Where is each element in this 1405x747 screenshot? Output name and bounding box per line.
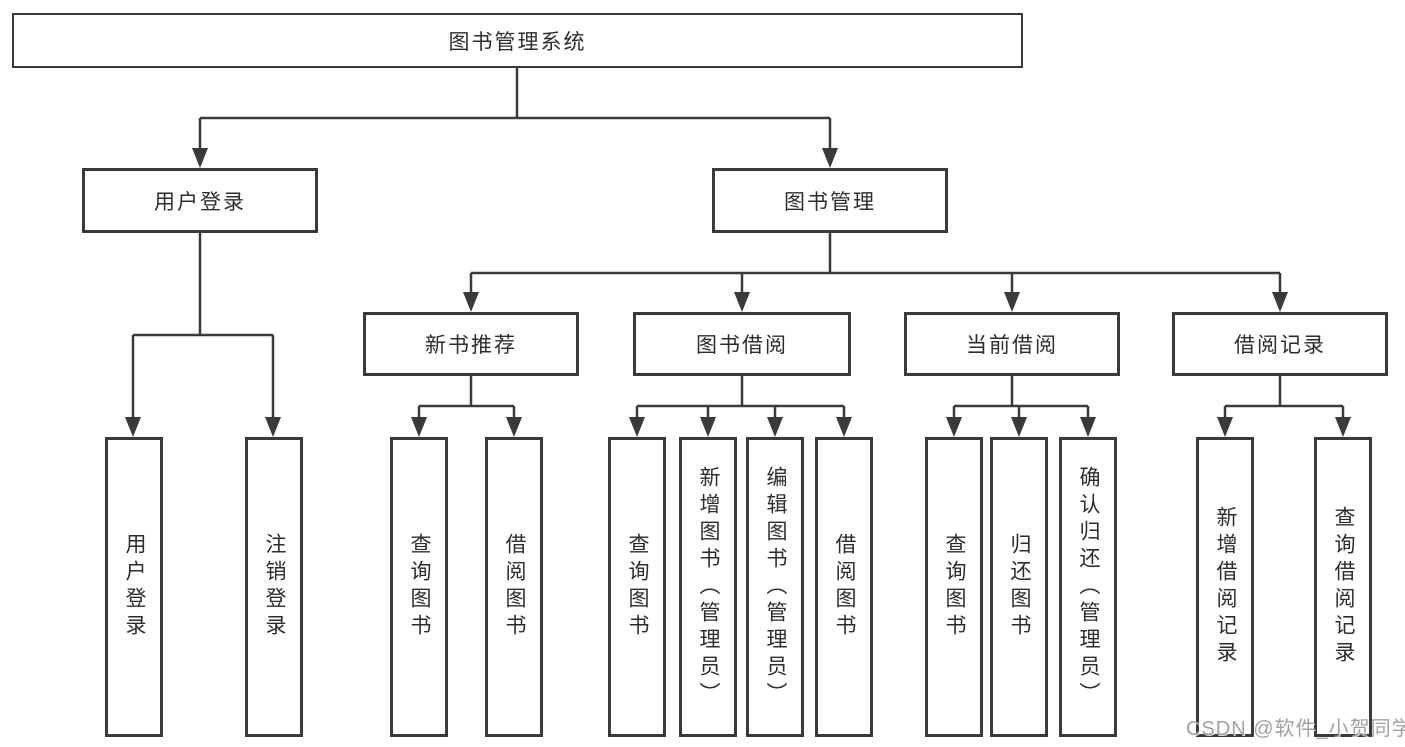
arrow-icon	[822, 148, 838, 168]
arrow-icon	[1217, 417, 1233, 437]
leaf-logout: 注销登录	[245, 437, 303, 737]
node-current-borrow: 当前借阅	[904, 312, 1120, 376]
leaf-user-login: 用户登录	[105, 437, 163, 737]
leaf-confirm-return-admin: 确认归还（管理员）	[1059, 437, 1117, 737]
arrow-icon	[1272, 292, 1288, 312]
arrow-icon	[734, 292, 750, 312]
arrow-icon	[125, 417, 141, 437]
leaf-return-book: 归还图书	[990, 437, 1048, 737]
arrow-icon	[1335, 417, 1351, 437]
connector-edges	[131, 68, 1345, 420]
arrow-icon	[767, 417, 783, 437]
node-user-login: 用户登录	[82, 168, 318, 233]
arrow-icon	[946, 417, 962, 437]
arrow-icon	[1004, 292, 1020, 312]
leaf-query-books-borrow: 查询图书	[608, 437, 666, 737]
arrow-icon	[265, 417, 281, 437]
arrow-icon	[700, 417, 716, 437]
node-book-management: 图书管理	[712, 168, 948, 233]
leaf-add-book-admin: 新增图书（管理员）	[679, 437, 737, 737]
leaf-add-borrow-record: 新增借阅记录	[1196, 437, 1254, 737]
leaf-borrow-books-newbook: 借阅图书	[485, 437, 543, 737]
arrow-icon	[1011, 417, 1027, 437]
leaf-borrow-books: 借阅图书	[815, 437, 873, 737]
arrow-icon	[463, 292, 479, 312]
arrow-icon	[1080, 417, 1096, 437]
arrow-icon	[192, 148, 208, 168]
node-borrow-records: 借阅记录	[1172, 312, 1388, 376]
leaf-query-borrow-record: 查询借阅记录	[1314, 437, 1372, 737]
leaf-query-books-newbook: 查询图书	[390, 437, 448, 737]
leaf-query-books-current: 查询图书	[925, 437, 983, 737]
watermark: CSDN @软件_小贺同学	[1186, 718, 1405, 740]
arrowheads	[125, 148, 1351, 437]
arrow-icon	[836, 417, 852, 437]
node-root: 图书管理系统	[12, 13, 1023, 68]
arrow-icon	[411, 417, 427, 437]
node-book-borrow: 图书借阅	[633, 312, 851, 376]
node-new-book-recommend: 新书推荐	[363, 312, 579, 376]
leaf-edit-book-admin: 编辑图书（管理员）	[746, 437, 804, 737]
arrow-icon	[629, 417, 645, 437]
arrow-icon	[506, 417, 522, 437]
